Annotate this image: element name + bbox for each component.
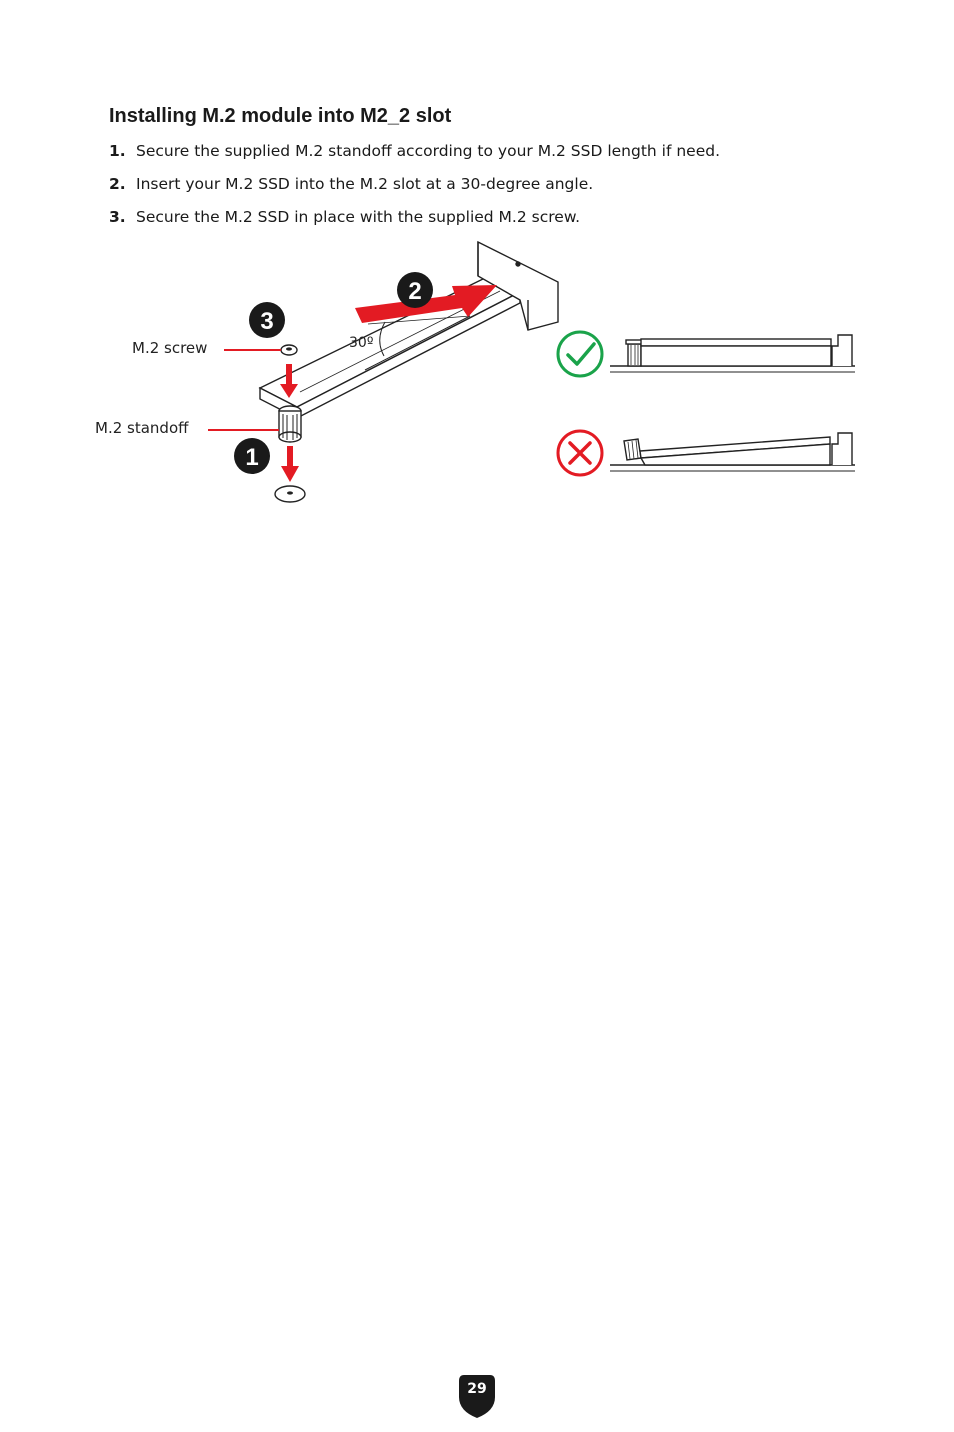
standoff-graphic <box>278 405 302 443</box>
svg-text:2: 2 <box>408 278 421 305</box>
section-heading: Installing M.2 module into M2_2 slot <box>109 105 452 127</box>
standoff-arrow <box>281 446 299 482</box>
screw-arrow <box>280 364 298 398</box>
step-number: 2. <box>109 175 126 193</box>
x-circle-icon <box>556 429 604 477</box>
angle-arc <box>379 321 386 357</box>
standoff-label: M.2 standoff <box>95 419 189 437</box>
check-circle-icon <box>556 330 604 378</box>
step-text: Secure the supplied M.2 standoff accordi… <box>136 142 721 160</box>
m2-install-illustration: 1 2 3 30º <box>208 240 855 503</box>
ssd-board <box>258 277 522 420</box>
correct-side-view <box>610 334 855 373</box>
m2-slot <box>477 240 559 331</box>
page-badge-shield-icon <box>459 1375 495 1418</box>
step-text: Secure the M.2 SSD in place with the sup… <box>136 208 580 226</box>
steps-list: 1. Secure the supplied M.2 standoff acco… <box>109 140 720 239</box>
step-number: 3. <box>109 208 126 226</box>
svg-text:3: 3 <box>260 308 273 335</box>
badge-2: 2 <box>397 272 433 308</box>
step-number: 1. <box>109 142 126 160</box>
screw-label: M.2 screw <box>132 339 208 357</box>
svg-text:1: 1 <box>245 444 258 471</box>
washer-graphic <box>274 485 306 503</box>
step-item: 3. Secure the M.2 SSD in place with the … <box>109 206 720 239</box>
page-number: 29 <box>467 1381 487 1397</box>
step-text: Insert your M.2 SSD into the M.2 slot at… <box>136 175 594 193</box>
step-item: 1. Secure the supplied M.2 standoff acco… <box>109 140 720 173</box>
screw-graphic <box>280 344 298 356</box>
wrong-side-view <box>610 432 855 472</box>
badge-1: 1 <box>234 438 270 474</box>
step-item: 2. Insert your M.2 SSD into the M.2 slot… <box>109 173 720 206</box>
badge-3: 3 <box>249 302 285 338</box>
angle-label: 30º <box>349 335 373 351</box>
